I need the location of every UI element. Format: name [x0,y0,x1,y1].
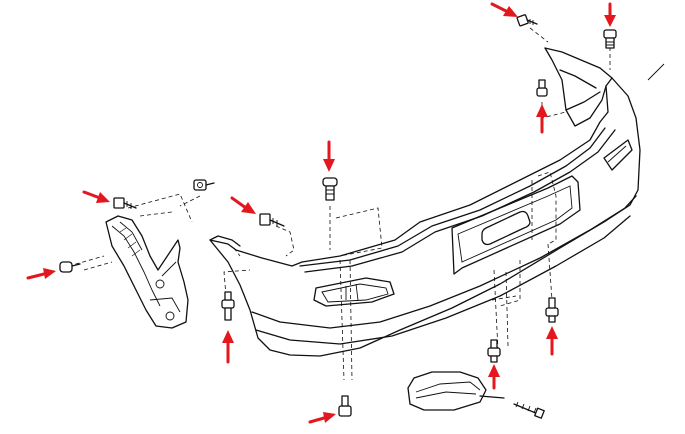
fastener-right-lower-clip-a [487,339,501,363]
fastener-left-lower-clip [221,291,235,321]
fastener-left-side-clip [59,261,81,273]
red-arrow-left-lower-clip [222,330,234,364]
fastener-top-right-bolt-a [516,14,538,27]
fastener-center-top-clip [322,177,338,201]
fastener-top-right-bolt-b [603,29,617,49]
red-arrow-right-lower-clip-b [546,326,558,356]
red-arrow-right-lower-clip-a [488,364,500,390]
fastener-right-lower-clip-b [545,297,559,323]
red-arrow-center-top-clip [323,140,335,172]
fastener-left-rear-bolt [259,213,285,227]
red-arrow-top-right-bolt-a [490,2,518,17]
red-arrow-left-bracket-bolt [82,190,110,203]
red-arrow-bottom-center-clip [308,412,336,424]
left-mounting-bracket [105,215,189,329]
alignment-guides [61,27,611,381]
red-arrow-top-right-bolt-b [604,2,616,27]
red-arrow-left-side-clip [26,268,56,280]
fastener-left-nut [193,179,215,191]
fog-light-assembly [407,371,545,419]
red-arrow-left-rear-bolt [230,196,256,214]
fastener-bottom-center-clip [338,395,352,417]
fastener-bracket-clip [536,79,548,97]
bumper-cover [209,47,641,357]
corner-mark [647,63,665,81]
fastener-left-bracket-bolt [113,197,137,209]
red-arrow-bracket-clip [536,104,548,134]
